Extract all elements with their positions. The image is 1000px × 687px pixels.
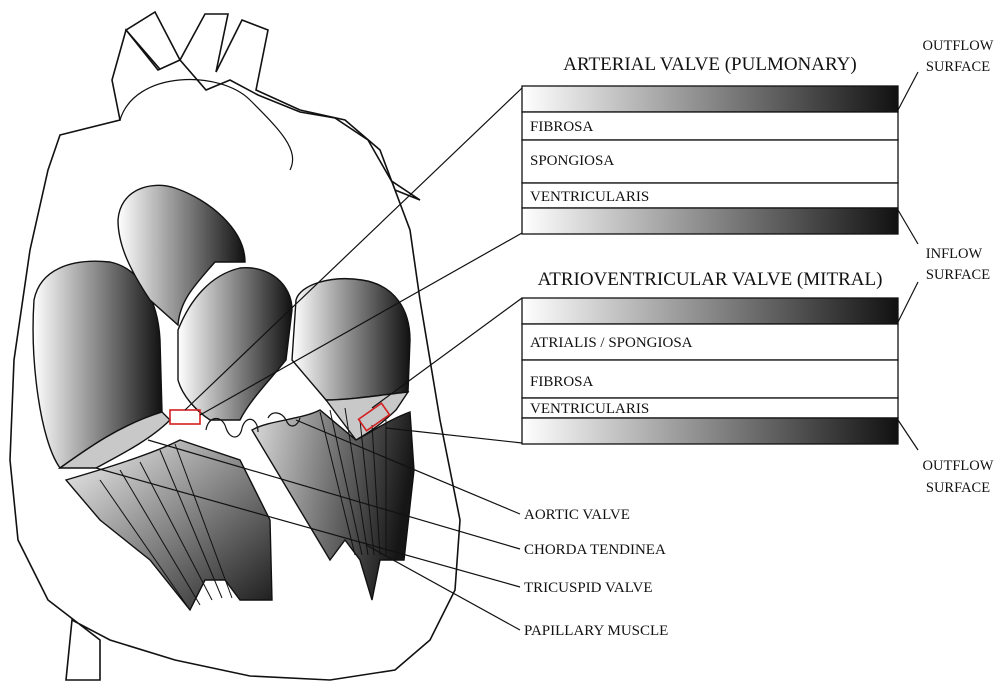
mitral-layer-ventricularis: VENTRICULARIS [530,401,649,417]
left-atrium [292,279,410,400]
mitral-inflow-band [522,298,898,324]
pulmonary-layer-fibrosa: FIBROSA [530,119,594,135]
heart-illustration [10,12,460,680]
pulmonary-outflow-band [522,86,898,112]
pulmonary-layer-spongiosa: SPONGIOSA [530,153,614,169]
outflow-bottom-label-line2: SURFACE [926,480,990,496]
mitral-layer-atrialis-spongiosa: ATRIALIS / SPONGIOSA [530,335,693,351]
pulmonary-section: ARTERIAL VALVE (PULMONARY) FIBROSA SPONG… [522,54,898,234]
mitral-title: ATRIOVENTRICULAR VALVE (MITRAL) [538,269,883,290]
pulmonary-title: ARTERIAL VALVE (PULMONARY) [563,54,856,75]
outflow-top-label-line2: SURFACE [926,59,990,75]
label-papillary-muscle: PAPILLARY MUSCLE [524,623,668,639]
inflow-label-line2: SURFACE [926,267,990,283]
label-tricuspid-valve: TRICUSPID VALVE [524,580,653,596]
outflow-bottom-label-line1: OUTFLOW [923,458,994,474]
label-aortic-valve: AORTIC VALVE [524,507,630,523]
mitral-section: ATRIOVENTRICULAR VALVE (MITRAL) ATRIALIS… [522,269,898,444]
inflow-label-line1: INFLOW [926,246,983,262]
surface-labels: OUTFLOW SURFACE INFLOW SURFACE OUTFLOW S… [898,38,994,496]
pulmonary-inflow-band [522,208,898,234]
outflow-top-label-line1: OUTFLOW [923,38,994,54]
mitral-layer-fibrosa: FIBROSA [530,374,594,390]
mitral-outflow-band [522,418,898,444]
label-chorda-tendinea: CHORDA TENDINEA [524,542,666,558]
pulmonary-layer-ventricularis: VENTRICULARIS [530,189,649,205]
